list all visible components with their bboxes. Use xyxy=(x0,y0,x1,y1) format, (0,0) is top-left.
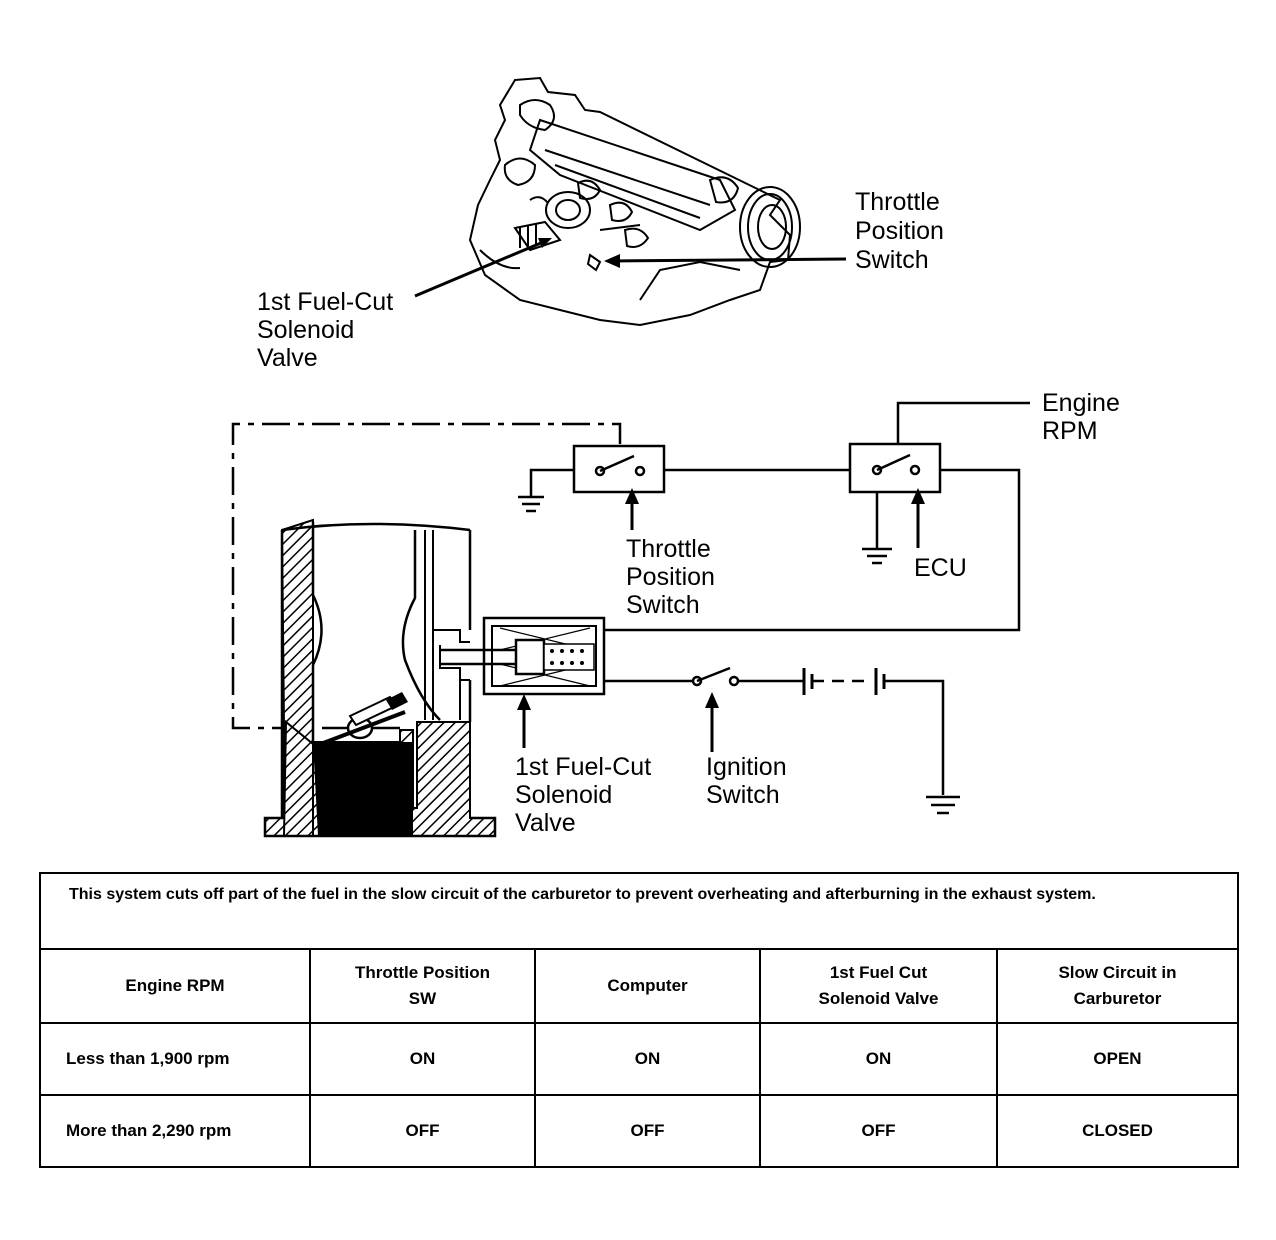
table-cell: ON xyxy=(534,1022,761,1096)
table-cell: OFF xyxy=(759,1094,998,1168)
table-cell: ON xyxy=(309,1022,536,1096)
table-row: More than 2,290 rpm OFF OFF OFF CLOSED xyxy=(39,1094,1239,1168)
header-text: 1st Fuel Cut xyxy=(829,963,928,982)
ignition-switch-label-line2: Switch xyxy=(706,781,780,809)
ground-symbol xyxy=(862,547,892,565)
throttle-switch-label-line1: Throttle xyxy=(626,535,711,563)
throttle-switch-box xyxy=(572,444,666,494)
carburetor-body xyxy=(263,518,497,838)
top-leader-lines xyxy=(414,238,847,298)
ecu-label: ECU xyxy=(914,554,967,582)
engine-rpm-label-line1: Engine xyxy=(1042,389,1120,417)
header-computer: Computer xyxy=(534,948,761,1024)
top-throttle-label-line3: Switch xyxy=(855,246,929,274)
table-cell: OFF xyxy=(534,1094,761,1168)
engine-illustration xyxy=(468,76,801,327)
system-description: This system cuts off part of the fuel in… xyxy=(39,872,1239,950)
top-valve-label-line2: Solenoid xyxy=(257,316,354,344)
fuel-cut-system-diagram: Throttle Position Switch 1st Fuel-Cut So… xyxy=(231,76,1120,838)
table-cell: CLOSED xyxy=(996,1094,1239,1168)
header-text: Throttle Position xyxy=(354,963,491,982)
header-text: SW xyxy=(408,989,437,1008)
header-engine-rpm: Engine RPM xyxy=(39,948,311,1024)
arrow xyxy=(517,694,531,748)
table-row: Less than 1,900 rpm ON ON ON OPEN xyxy=(39,1022,1239,1096)
ignition-switch-label-line1: Ignition xyxy=(706,753,787,781)
table-cell: ON xyxy=(759,1022,998,1096)
battery-symbol xyxy=(802,668,886,695)
engine-rpm-label-line2: RPM xyxy=(1042,417,1098,445)
valve-label-line2: Solenoid xyxy=(515,781,612,809)
description-row: This system cuts off part of the fuel in… xyxy=(39,872,1239,950)
arrow xyxy=(625,488,639,530)
valve-label-line1: 1st Fuel-Cut xyxy=(515,753,651,781)
table-cell: OFF xyxy=(309,1094,536,1168)
table-cell: More than 2,290 rpm xyxy=(39,1094,311,1168)
ignition-switch-symbol xyxy=(691,666,740,687)
arrow xyxy=(911,488,925,548)
arrow xyxy=(705,692,719,752)
ground-symbol xyxy=(518,495,544,513)
fuel-cut-solenoid-valve xyxy=(440,616,606,696)
fuel-cut-operation-table: This system cuts off part of the fuel in… xyxy=(39,872,1239,1168)
top-throttle-label-line2: Position xyxy=(855,217,944,245)
table-cell: Less than 1,900 rpm xyxy=(39,1022,311,1096)
table-cell: OPEN xyxy=(996,1022,1239,1096)
header-text: Carburetor xyxy=(1073,989,1162,1008)
top-valve-label-line3: Valve xyxy=(257,344,318,372)
throttle-switch-label-line3: Switch xyxy=(626,591,700,619)
ground-symbol xyxy=(926,795,960,815)
top-valve-label-line1: 1st Fuel-Cut xyxy=(257,288,393,316)
header-text: Slow Circuit in xyxy=(1058,963,1177,982)
header-slow-circuit: Slow Circuit in Carburetor xyxy=(996,948,1239,1024)
throttle-switch-label-line2: Position xyxy=(626,563,715,591)
valve-label-line3: Valve xyxy=(515,809,576,837)
header-text: Solenoid Valve xyxy=(818,989,939,1008)
header-text: Computer xyxy=(607,976,688,995)
header-text: Engine RPM xyxy=(125,976,225,995)
top-throttle-label-line1: Throttle xyxy=(855,188,940,216)
ecu-box xyxy=(848,442,942,494)
